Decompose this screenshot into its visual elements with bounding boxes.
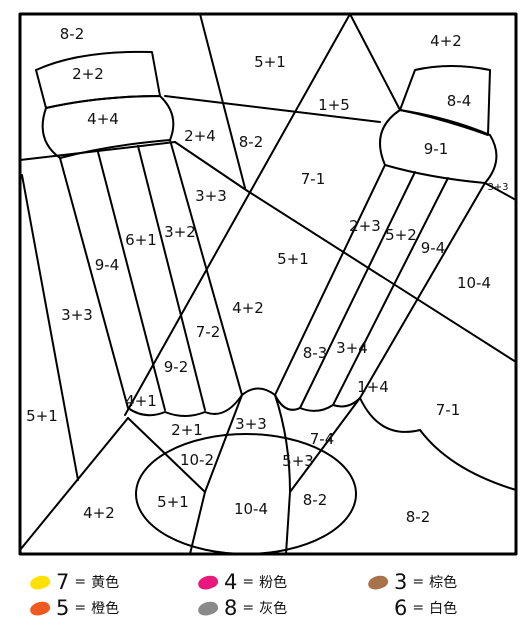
region-label: 9-1 bbox=[424, 140, 449, 158]
divider-line bbox=[124, 13, 351, 416]
right-brush-body bbox=[274, 164, 486, 412]
region-label: 8-2 bbox=[406, 508, 431, 526]
region-label: 4+2 bbox=[232, 299, 264, 317]
region-label: 5+1 bbox=[157, 493, 189, 511]
region-label: 3+3 bbox=[61, 306, 93, 324]
equals-sign: = bbox=[74, 600, 87, 616]
legend-item: 7 = 黄色 bbox=[28, 570, 120, 594]
region-label: 1+5 bbox=[318, 96, 350, 114]
region-label: 5+1 bbox=[277, 250, 309, 268]
legend-item: 5 = 橙色 bbox=[28, 596, 120, 620]
legend-item: 4 = 粉色 bbox=[196, 570, 288, 594]
region-label: 7-1 bbox=[301, 170, 326, 188]
paint-swatch-icon bbox=[366, 599, 389, 618]
region-label: 8-2 bbox=[60, 25, 85, 43]
puzzle-frame bbox=[18, 12, 518, 556]
region-label: 2+1 bbox=[171, 421, 203, 439]
brush-stroke-line bbox=[137, 145, 206, 411]
equals-sign: = bbox=[412, 574, 425, 590]
region-label: 2+4 bbox=[184, 127, 216, 145]
legend-item: 3 = 棕色 bbox=[366, 570, 458, 594]
region-label: 8-3 bbox=[303, 344, 328, 362]
paint-bowl bbox=[135, 433, 357, 555]
legend-color-name: 黄色 bbox=[91, 575, 120, 591]
equals-sign: = bbox=[412, 600, 425, 616]
region-label: 3+3 bbox=[195, 187, 227, 205]
paint-splash bbox=[359, 397, 517, 491]
region-label: 5+1 bbox=[26, 407, 58, 425]
left-brush-body bbox=[59, 139, 243, 417]
region-label: 2+2 bbox=[72, 65, 104, 83]
brush-stroke-line bbox=[299, 171, 416, 409]
legend-color-name: 白色 bbox=[429, 601, 458, 617]
paint-swatch-icon bbox=[366, 572, 390, 592]
legend-color-name: 棕色 bbox=[429, 575, 458, 591]
legend-item: 8 = 灰色 bbox=[196, 596, 288, 620]
puzzle-outlines bbox=[18, 12, 518, 556]
region-label: 9-4 bbox=[95, 256, 120, 274]
region-label: 1+4 bbox=[357, 378, 389, 396]
region-label: 7-2 bbox=[196, 323, 221, 341]
region-label: 3+4 bbox=[336, 339, 368, 357]
region-label: 9-4 bbox=[421, 239, 446, 257]
divider-line bbox=[484, 182, 517, 201]
legend-number: 7 bbox=[56, 570, 70, 594]
divider-line bbox=[19, 417, 129, 551]
paint-blob bbox=[127, 387, 361, 493]
region-label: 7-4 bbox=[310, 430, 335, 448]
divider-line bbox=[174, 141, 517, 363]
color-by-number-puzzle: 8-2 5+1 4+2 2+2 1+5 8-4 4+4 2+4 8-2 9-1 … bbox=[18, 12, 518, 556]
legend-color-name: 橙色 bbox=[91, 601, 120, 617]
region-label: 8-4 bbox=[447, 92, 472, 110]
legend-color-name: 粉色 bbox=[259, 575, 288, 591]
legend-number: 8 bbox=[224, 596, 238, 620]
region-label: 3+3 bbox=[235, 415, 267, 433]
legend-color-name: 灰色 bbox=[259, 601, 288, 617]
legend-number: 3 bbox=[394, 570, 408, 594]
brush-stroke-line bbox=[332, 177, 449, 406]
divider-line bbox=[349, 13, 401, 111]
region-label: 2+3 bbox=[349, 217, 381, 235]
paint-swatch-icon bbox=[196, 572, 220, 592]
region-label: 4+2 bbox=[430, 32, 462, 50]
region-label: 6+1 bbox=[125, 231, 157, 249]
paint-swatch-icon bbox=[196, 598, 220, 618]
legend-number: 6 bbox=[394, 596, 408, 620]
equals-sign: = bbox=[74, 574, 87, 590]
region-label: 9-2 bbox=[164, 358, 189, 376]
region-label: 3+3 bbox=[487, 182, 508, 193]
bowl-divider bbox=[285, 491, 291, 555]
legend-item: 6 = 白色 bbox=[366, 596, 458, 620]
paint-swatch-icon bbox=[28, 598, 52, 618]
region-label: 3+2 bbox=[164, 223, 196, 241]
legend-number: 5 bbox=[56, 596, 70, 620]
region-label: 4+1 bbox=[125, 392, 157, 410]
region-label: 4+2 bbox=[83, 504, 115, 522]
divider-line bbox=[199, 13, 246, 189]
region-label: 4+4 bbox=[87, 110, 119, 128]
region-label: 5+1 bbox=[254, 53, 286, 71]
region-label: 10-4 bbox=[234, 500, 268, 518]
puzzle-labels: 8-2 5+1 4+2 2+2 1+5 8-4 4+4 2+4 8-2 9-1 … bbox=[26, 25, 508, 526]
region-label: 8-2 bbox=[303, 491, 328, 509]
region-label: 5+3 bbox=[282, 452, 314, 470]
region-label: 10-4 bbox=[457, 274, 491, 292]
divider-line bbox=[21, 174, 79, 481]
divider-line bbox=[19, 141, 176, 161]
equals-sign: = bbox=[242, 600, 255, 616]
brush-stroke-line bbox=[97, 151, 166, 411]
region-label: 5+2 bbox=[385, 226, 417, 244]
region-label: 7-1 bbox=[436, 401, 461, 419]
legend-number: 4 bbox=[224, 570, 238, 594]
divider-line bbox=[164, 95, 381, 123]
region-label: 8-2 bbox=[239, 133, 264, 151]
region-label: 10-2 bbox=[180, 451, 214, 469]
equals-sign: = bbox=[242, 574, 255, 590]
right-brush-tip bbox=[399, 65, 491, 136]
paint-swatch-icon bbox=[28, 572, 52, 592]
bowl-divider bbox=[189, 491, 206, 555]
